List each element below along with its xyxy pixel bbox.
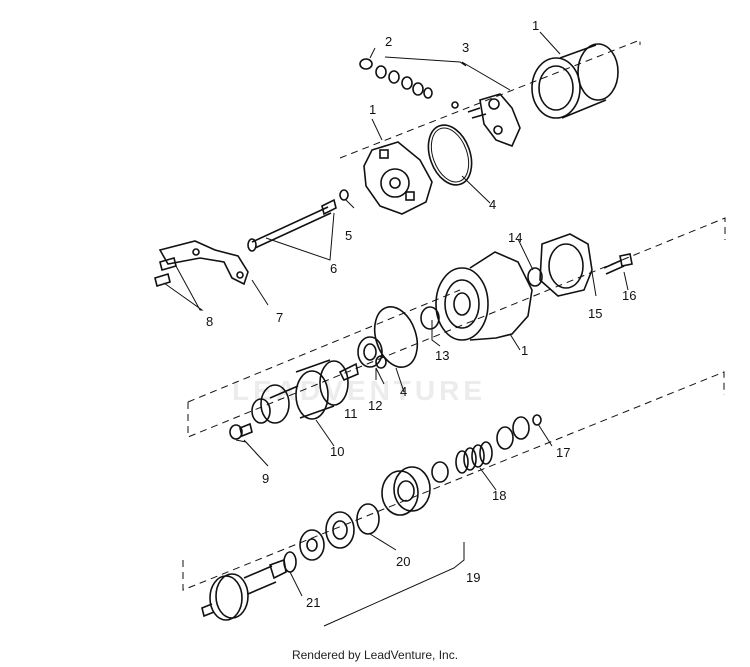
callout-1a: 1 bbox=[532, 18, 539, 33]
watermark: LEADVENTURE bbox=[232, 375, 487, 406]
callout-14: 14 bbox=[508, 230, 522, 245]
callout-20: 20 bbox=[396, 554, 410, 569]
callout-13: 13 bbox=[435, 348, 449, 363]
washer-14 bbox=[527, 267, 543, 287]
retainer-ring bbox=[496, 416, 530, 450]
callout-1b: 1 bbox=[369, 102, 376, 117]
leader-lines bbox=[163, 31, 629, 627]
small-washer bbox=[339, 189, 349, 201]
callout-21: 21 bbox=[306, 595, 320, 610]
callout-2: 2 bbox=[385, 34, 392, 49]
mount-bolt bbox=[603, 253, 633, 275]
callout-11: 11 bbox=[344, 406, 358, 421]
callout-18: 18 bbox=[492, 488, 506, 503]
callout-9: 9 bbox=[262, 471, 269, 486]
through-bolt bbox=[247, 198, 337, 252]
front-cover-housing bbox=[435, 251, 533, 341]
callout-4b: 4 bbox=[400, 384, 407, 399]
bracket-bolts bbox=[154, 257, 177, 288]
armature bbox=[251, 359, 359, 424]
drive-pin bbox=[229, 422, 253, 440]
callout-10: 10 bbox=[330, 444, 344, 459]
callout-labels: 1 2 3 1 4 5 6 7 8 14 16 15 1 13 4 12 11 … bbox=[206, 18, 636, 610]
section-frames bbox=[182, 39, 726, 591]
callout-4a: 4 bbox=[489, 197, 496, 212]
brush-assembly bbox=[451, 93, 521, 148]
callout-15: 15 bbox=[588, 306, 602, 321]
callout-17: 17 bbox=[556, 445, 570, 460]
small-o-ring bbox=[420, 306, 440, 330]
callout-19: 19 bbox=[466, 570, 480, 585]
thrust-washer bbox=[375, 355, 387, 369]
bearing bbox=[357, 336, 383, 368]
callout-8: 8 bbox=[206, 314, 213, 329]
callout-16: 16 bbox=[622, 288, 636, 303]
clutch-ring bbox=[299, 511, 355, 561]
brush-holder-plate bbox=[363, 141, 433, 215]
output-shaft-gear bbox=[201, 558, 287, 621]
o-ring-mid bbox=[373, 306, 419, 368]
snap-ring bbox=[356, 503, 380, 535]
spring bbox=[431, 441, 493, 483]
small-washer-17 bbox=[532, 414, 542, 426]
clutch-gear bbox=[381, 466, 431, 516]
callout-5: 5 bbox=[345, 228, 352, 243]
callout-12: 12 bbox=[368, 398, 382, 413]
nut-washer-set bbox=[359, 58, 433, 99]
o-ring-upper bbox=[427, 124, 473, 186]
callout-6: 6 bbox=[330, 261, 337, 276]
yoke-housing bbox=[531, 43, 619, 119]
callout-7: 7 bbox=[276, 310, 283, 325]
footer-credit: Rendered by LeadVenture, Inc. bbox=[291, 648, 459, 662]
gasket bbox=[539, 233, 593, 297]
callout-3: 3 bbox=[462, 40, 469, 55]
callout-1c: 1 bbox=[521, 343, 528, 358]
mounting-bracket bbox=[158, 240, 249, 286]
